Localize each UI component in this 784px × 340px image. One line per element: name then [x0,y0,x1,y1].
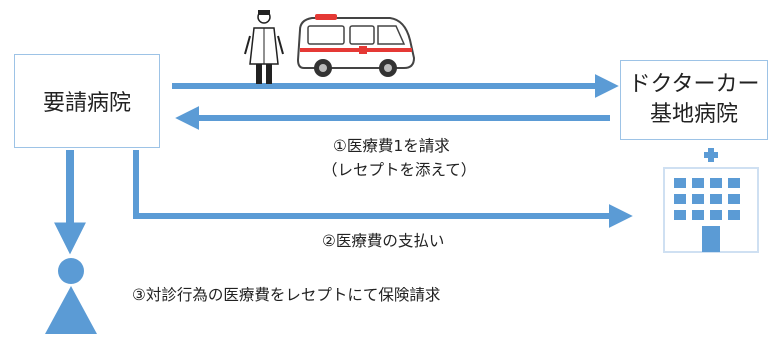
patient-person-icon [45,258,97,334]
requesting-hospital-label: 要請病院 [42,91,131,116]
step1-sublabel: （レセプトを添えて） [322,161,477,179]
step3-label: ③対診行為の医療費をレセプトにて保険請求 [132,286,441,304]
base-hospital-line2: 基地病院 [649,102,738,127]
step1-label: ①医療費1を請求 [333,137,450,155]
step2-label: ②医療費の支払い [322,232,445,250]
requesting-hospital-box: 要請病院 [14,54,160,148]
arrow-payment [133,150,633,228]
doctor-icon [244,10,284,84]
hospital-building-icon [663,148,759,253]
ambulance-icon [296,14,416,77]
base-hospital-box: ドクターカー 基地病院 [620,60,768,140]
base-hospital-line1: ドクターカー [628,72,760,97]
